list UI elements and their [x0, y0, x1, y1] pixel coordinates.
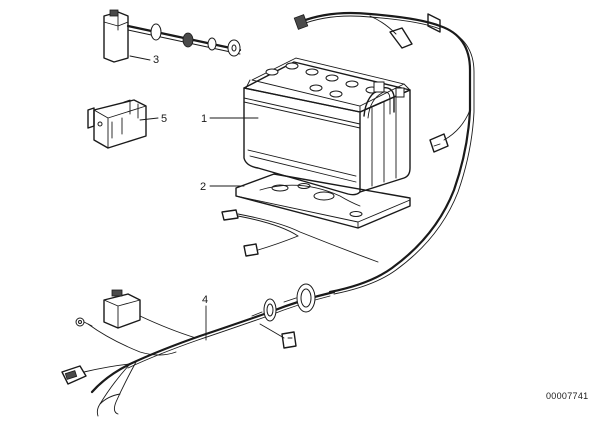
battery-terminal-negative — [395, 87, 405, 98]
relay-with-cable — [103, 9, 242, 63]
wiring-harness — [61, 209, 379, 417]
battery-cable-set — [293, 11, 475, 295]
harness-grommet-small — [251, 298, 277, 322]
battery-tray — [235, 173, 411, 229]
battery-terminal-positive — [373, 81, 385, 93]
callout-wiring-harness: 4 — [202, 294, 208, 306]
harness-junction-box — [103, 289, 197, 339]
harness-grommet-large — [283, 283, 316, 313]
battery-cell-caps — [265, 62, 379, 98]
callout-relay-top: 3 — [153, 54, 159, 66]
relay-with-bracket — [87, 99, 147, 149]
leader-lines — [129, 55, 259, 341]
document-number: 00007741 — [546, 391, 588, 401]
battery — [243, 57, 411, 196]
callout-relay-mid: 5 — [161, 113, 167, 125]
callout-battery: 1 — [201, 113, 207, 125]
callout-battery-tray: 2 — [200, 181, 206, 193]
harness-bottom-plug — [61, 363, 131, 385]
